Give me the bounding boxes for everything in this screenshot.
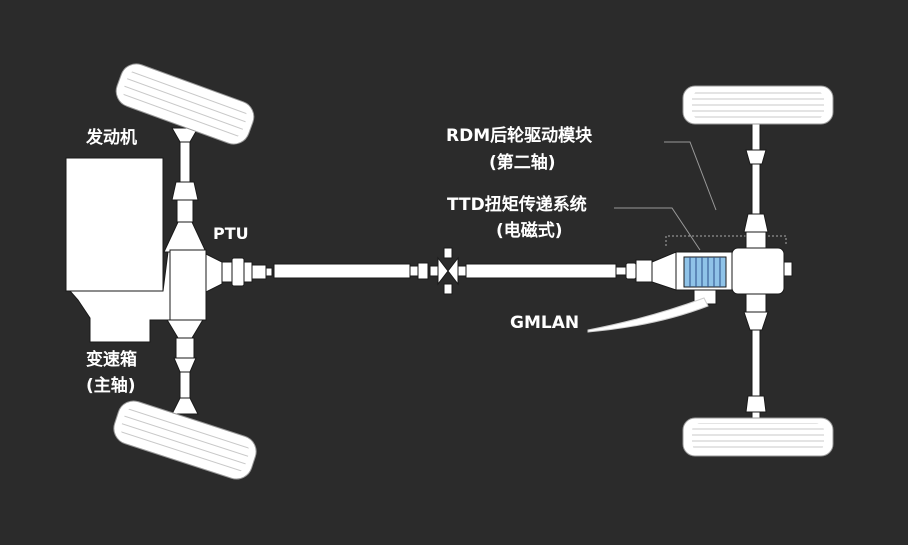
center-universal-joint bbox=[417, 247, 467, 295]
ptu-unit bbox=[169, 249, 267, 321]
propeller-shaft-front bbox=[265, 263, 419, 279]
second-axle-label: (第二轴) bbox=[489, 153, 556, 173]
rdm-leader-line bbox=[664, 141, 717, 211]
rdm-label: RDM后轮驱动模块 bbox=[446, 126, 593, 146]
ttd-leader-line bbox=[614, 207, 701, 251]
front-lower-tire bbox=[113, 400, 257, 480]
propeller-shaft-rear bbox=[465, 259, 653, 283]
engine-block bbox=[65, 157, 164, 292]
front-upper-halfshaft bbox=[163, 127, 207, 253]
ptu-label: PTU bbox=[213, 224, 249, 243]
rear-upper-halfshaft bbox=[743, 123, 769, 249]
front-upper-tire bbox=[115, 63, 255, 145]
gmlan-label: GMLAN bbox=[510, 313, 580, 333]
transmission-label: 变速箱 bbox=[86, 350, 137, 370]
rear-lower-tire bbox=[682, 417, 834, 457]
rdm-bracket-outline bbox=[665, 235, 787, 246]
front-lower-halfshaft bbox=[165, 317, 205, 415]
transmission-case bbox=[68, 251, 173, 343]
engine-label: 发动机 bbox=[86, 128, 137, 148]
main-axle-label: (主轴) bbox=[86, 376, 136, 396]
gmlan-cable bbox=[587, 297, 709, 333]
ttd-label: TTD扭矩传递系统 bbox=[447, 195, 587, 215]
ttd-clutch-pack bbox=[683, 256, 727, 288]
rear-upper-tire bbox=[682, 85, 834, 125]
rear-lower-halfshaft bbox=[743, 293, 769, 421]
electromagnetic-label: (电磁式) bbox=[496, 221, 563, 241]
